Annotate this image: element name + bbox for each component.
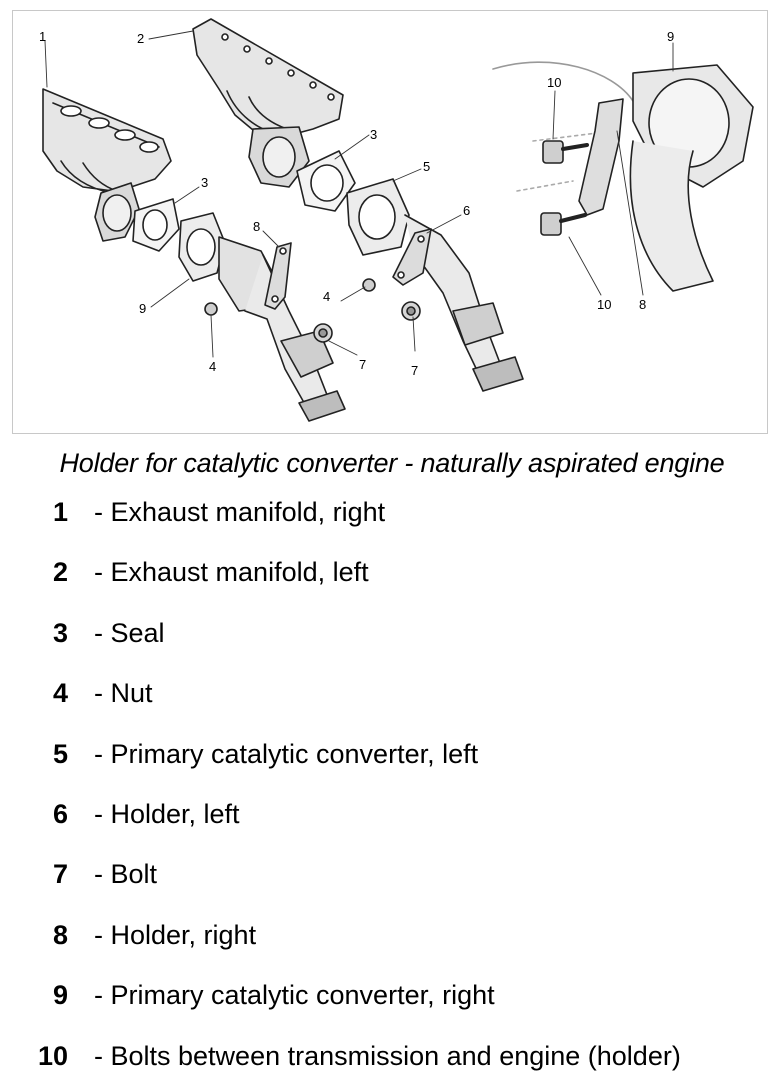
legend-item: 9 - Primary catalytic converter, right <box>0 977 784 1013</box>
bolt-right <box>313 323 333 343</box>
exhaust-manifold-left <box>192 18 344 188</box>
callout-3-right: 3 <box>201 175 208 190</box>
exhaust-illustration: 1 2 3 3 4 4 5 6 7 7 8 8 9 9 10 10 <box>39 18 754 422</box>
callout-9-right: 9 <box>139 301 146 316</box>
nut-right <box>204 302 218 316</box>
legend-description: - Holder, left <box>94 799 240 829</box>
seal-right <box>132 198 180 252</box>
callout-8-detail: 8 <box>639 297 646 312</box>
legend-number: 9 <box>52 980 68 1011</box>
callout-2: 2 <box>137 31 144 46</box>
transmission-detail <box>492 61 754 292</box>
figure-caption: Holder for catalytic converter - natural… <box>59 448 725 478</box>
leader-lines <box>44 30 674 358</box>
callout-7-right: 7 <box>359 357 366 372</box>
legend-item: 6 - Holder, left <box>0 796 784 832</box>
legend-item: 2 - Exhaust manifold, left <box>0 554 784 590</box>
legend-description: - Primary catalytic converter, left <box>94 738 479 769</box>
callout-3-left: 3 <box>370 127 377 142</box>
transmission-bolt-lower <box>540 212 587 236</box>
legend-description: - Exhaust manifold, right <box>94 497 386 527</box>
legend-item: 10 - Bolts between transmission and engin… <box>0 1038 784 1074</box>
legend-item: 8 - Holder, right <box>0 917 784 953</box>
legend-item: 1 - Exhaust manifold, right <box>0 494 784 530</box>
legend-description: - Holder, right <box>94 919 257 950</box>
callout-4-right: 4 <box>209 359 216 374</box>
legend-number: 10 <box>37 1040 68 1071</box>
legend-number: 1 <box>52 497 68 527</box>
legend-item: 4 - Nut <box>0 675 784 711</box>
legend-item: 3 - Seal <box>0 615 784 651</box>
callout-10-upper: 10 <box>547 75 561 90</box>
primary-catalytic-converter-left <box>346 178 524 392</box>
callout-8-right: 8 <box>253 219 260 234</box>
transmission-bolt-upper <box>542 140 589 164</box>
exhaust-diagram: 1 2 3 3 4 4 5 6 7 7 8 8 9 9 10 10 <box>12 10 768 434</box>
callout-4-left: 4 <box>323 289 330 304</box>
callout-10-lower: 10 <box>597 297 611 312</box>
legend-description: - Primary catalytic converter, right <box>94 980 495 1011</box>
legend-description: - Exhaust manifold, left <box>94 557 369 588</box>
legend-number: 3 <box>52 617 68 648</box>
primary-catalytic-converter-right <box>178 212 346 422</box>
legend-description: - Bolts between transmission and engine … <box>94 1040 681 1071</box>
callout-5: 5 <box>423 159 430 174</box>
seal-left <box>296 150 356 212</box>
legend-item: 7 - Bolt <box>0 856 784 892</box>
legend-item: 5 - Primary catalytic converter, left <box>0 736 784 772</box>
holder-right <box>264 242 292 310</box>
legend-number: 7 <box>52 859 68 890</box>
callout-6: 6 <box>463 203 470 218</box>
exhaust-manifold-right <box>42 88 172 242</box>
legend-description: - Bolt <box>94 859 158 890</box>
bolt-left <box>401 301 421 321</box>
legend-description: - Nut <box>94 678 153 709</box>
callout-labels: 1 2 3 3 4 4 5 6 7 7 8 8 9 9 10 10 <box>39 29 674 378</box>
legend-number: 6 <box>52 799 68 829</box>
legend-number: 8 <box>52 919 68 950</box>
legend-number: 4 <box>52 678 68 709</box>
holder-left <box>392 228 432 286</box>
legend-number: 5 <box>52 738 68 769</box>
callout-7-left: 7 <box>411 363 418 378</box>
legend-number: 2 <box>52 557 68 588</box>
callout-1: 1 <box>39 29 46 44</box>
legend-description: - Seal <box>94 617 165 648</box>
callout-9-detail: 9 <box>667 29 674 44</box>
nut-left <box>362 278 376 292</box>
